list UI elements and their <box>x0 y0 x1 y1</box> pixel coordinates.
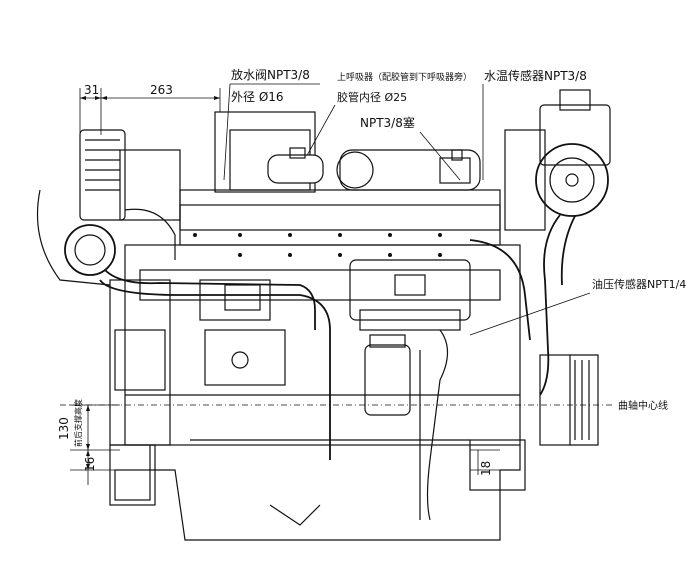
top-dimension-group: 31 263 <box>79 83 221 135</box>
water-temp-sensor-label: 水温传感器NPT3/8 <box>484 68 587 83</box>
dimension-16-label: 16 <box>83 457 97 472</box>
dimension-31-label: 31 <box>84 83 99 97</box>
front-support-label: 前后支撑高度 <box>73 399 83 447</box>
hose-id-label: 胶管内径 Ø25 <box>337 90 407 104</box>
dimension-18-label: 18 <box>479 461 493 476</box>
engine-body <box>36 89 611 541</box>
crankshaft-center-label: 曲轴中心线 <box>618 399 668 412</box>
left-dimension-group: 130 16 前后支撑高度 <box>57 399 120 485</box>
drain-od-label: 外径 Ø16 <box>231 90 284 104</box>
drain-valve-label: 放水阀NPT3/8 <box>231 67 310 82</box>
plug-label: NPT3/8塞 <box>360 115 415 130</box>
dimension-263-label: 263 <box>150 83 173 97</box>
annotation-group: 放水阀NPT3/8 外径 Ø16 上呼吸器（配胶管到下呼吸器旁） 胶管内径 Ø2… <box>223 67 686 336</box>
oil-pressure-sensor-label: 油压传感器NPT1/4 <box>592 277 686 291</box>
right-dimension-group: 18 <box>470 449 500 476</box>
dimension-130-label: 130 <box>57 417 71 440</box>
breather-label: 上呼吸器（配胶管到下呼吸器旁） <box>337 71 472 83</box>
